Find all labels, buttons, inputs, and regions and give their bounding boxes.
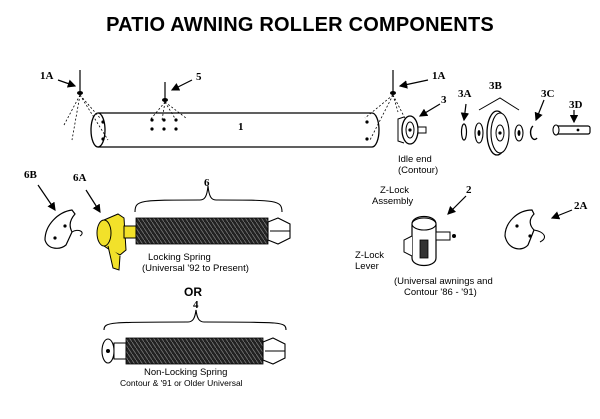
label-3b: 3B bbox=[489, 80, 502, 92]
part-3d bbox=[552, 110, 591, 136]
label-1: 1 bbox=[238, 121, 244, 133]
label-3d: 3D bbox=[569, 99, 583, 111]
label-6: 6 bbox=[204, 177, 210, 189]
zlock-assembly bbox=[403, 195, 467, 267]
part-3b bbox=[474, 97, 524, 156]
label-2: 2 bbox=[466, 184, 472, 196]
caption-zlock-lever: Z-Lock Lever bbox=[355, 250, 385, 272]
label-6a: 6A bbox=[73, 172, 87, 184]
screw-1a-left bbox=[57, 70, 109, 141]
label-1a-right: 1A bbox=[432, 70, 446, 82]
label-1a-left: 1A bbox=[40, 70, 54, 82]
label-3c: 3C bbox=[541, 88, 555, 100]
label-5: 5 bbox=[196, 71, 202, 83]
caption-non-locking-spring: Non-Locking Spring Contour & '91 or Olde… bbox=[120, 367, 243, 388]
caption-zlock-note: (Universal awnings and Contour '86 - '91… bbox=[394, 276, 493, 298]
label-3: 3 bbox=[441, 94, 447, 106]
label-3a: 3A bbox=[458, 88, 472, 100]
roller-tube bbox=[90, 112, 380, 148]
screw-1a-right bbox=[364, 70, 429, 141]
caption-or: OR bbox=[184, 285, 202, 299]
page-title: PATIO AWNING ROLLER COMPONENTS bbox=[106, 14, 494, 36]
part-3a bbox=[460, 103, 470, 141]
locking-spring bbox=[134, 185, 291, 245]
idle-end-cap bbox=[397, 103, 441, 145]
caption-idle-end: Idle end (Contour) bbox=[398, 154, 439, 176]
label-6b: 6B bbox=[24, 169, 37, 181]
caption-locking-spring: Locking Spring (Universal '92 to Present… bbox=[142, 252, 249, 274]
part-3c bbox=[529, 99, 545, 141]
caption-zlock-assembly: Z-Lock Assembly bbox=[372, 185, 414, 207]
label-2a: 2A bbox=[574, 200, 588, 212]
part-6b bbox=[37, 184, 83, 249]
non-locking-spring bbox=[101, 309, 287, 365]
screw-5 bbox=[149, 79, 193, 121]
label-4: 4 bbox=[193, 299, 199, 311]
part-2a bbox=[504, 209, 573, 250]
part-6a-locking-end bbox=[85, 189, 137, 271]
